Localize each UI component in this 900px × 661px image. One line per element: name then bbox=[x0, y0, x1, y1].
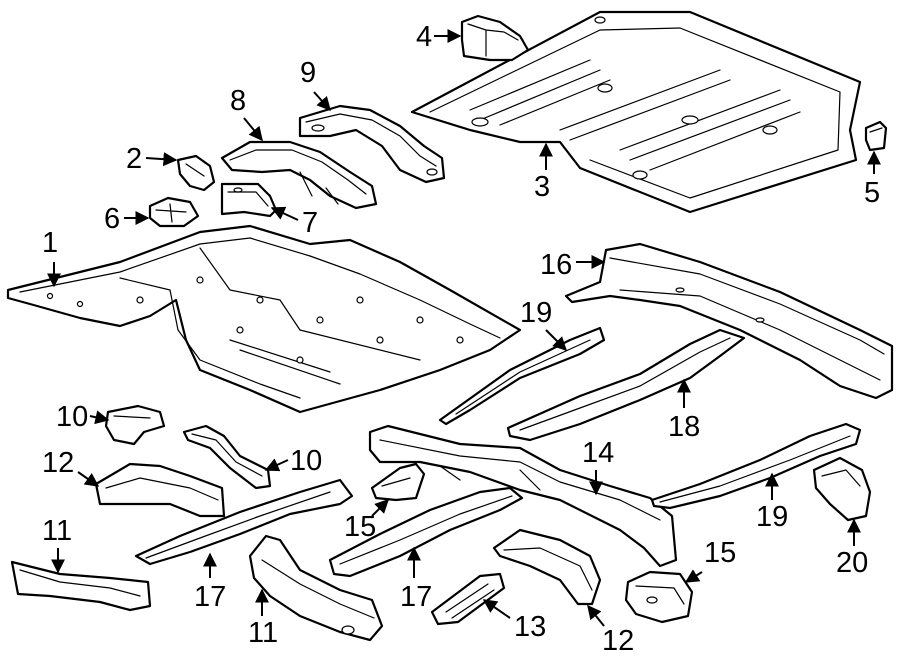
callout-9: 9 bbox=[300, 57, 331, 112]
callout-number: 2 bbox=[126, 143, 142, 175]
part-6-mount bbox=[148, 196, 200, 228]
part-11-left-bracket bbox=[10, 560, 152, 612]
part-14-frame-rail bbox=[368, 424, 678, 568]
callout-number: 7 bbox=[302, 207, 318, 239]
part-1-front-floor-pan bbox=[6, 224, 522, 414]
part-9-crossmember bbox=[298, 104, 446, 184]
callout-14: 14 bbox=[582, 437, 614, 496]
callout-19-upper: 19 bbox=[520, 297, 567, 351]
callout-number: 11 bbox=[42, 515, 72, 547]
callout-16: 16 bbox=[540, 249, 606, 281]
callout-number: 3 bbox=[534, 171, 550, 203]
callout-19-lower: 19 bbox=[756, 472, 788, 533]
callout-number: 16 bbox=[540, 249, 572, 281]
part-10-right-bracket bbox=[182, 424, 272, 490]
callout-number: 1 bbox=[42, 227, 58, 259]
callout-11-left: 11 bbox=[42, 515, 72, 574]
callout-number: 5 bbox=[864, 177, 880, 209]
part-20-bracket bbox=[812, 456, 872, 522]
callout-number: 12 bbox=[42, 447, 74, 479]
callout-2: 2 bbox=[126, 143, 178, 175]
callout-number: 9 bbox=[300, 57, 316, 89]
callout-12-right: 12 bbox=[587, 604, 634, 657]
callout-12-left: 12 bbox=[42, 447, 100, 487]
callout-number: 12 bbox=[602, 625, 634, 657]
callout-20: 20 bbox=[836, 518, 868, 579]
callout-number: 15 bbox=[704, 537, 736, 569]
callout-3: 3 bbox=[534, 142, 553, 203]
callout-number: 14 bbox=[582, 437, 614, 469]
callout-5: 5 bbox=[864, 150, 881, 209]
callout-7: 7 bbox=[270, 206, 318, 239]
callout-1: 1 bbox=[42, 227, 61, 288]
part-16-frame-rail bbox=[564, 242, 894, 400]
callout-number: 8 bbox=[230, 85, 246, 117]
callout-10-left: 10 bbox=[56, 401, 110, 433]
callout-number: 13 bbox=[514, 611, 546, 643]
callout-6: 6 bbox=[104, 203, 150, 235]
part-15-right-bracket bbox=[624, 570, 694, 624]
callout-17-left: 17 bbox=[194, 552, 226, 613]
part-8-crossmember bbox=[220, 140, 378, 210]
callout-17-right: 17 bbox=[400, 546, 432, 613]
callout-15-right: 15 bbox=[684, 537, 736, 583]
part-17-right-rail bbox=[328, 486, 524, 578]
callout-number: 11 bbox=[248, 617, 278, 649]
part-2-bracket bbox=[176, 154, 216, 192]
part-11-right-bracket bbox=[248, 534, 384, 642]
callout-11-right: 11 bbox=[248, 588, 278, 649]
part-15-left-bracket bbox=[370, 462, 426, 502]
part-5-clip bbox=[864, 120, 888, 152]
callout-number: 20 bbox=[836, 547, 868, 579]
callout-number: 6 bbox=[104, 203, 120, 235]
part-7-bracket bbox=[220, 182, 278, 218]
callout-13: 13 bbox=[482, 599, 546, 643]
part-4-bracket bbox=[460, 14, 530, 62]
callout-18: 18 bbox=[668, 378, 700, 443]
callout-number: 19 bbox=[520, 297, 552, 329]
part-18-rail bbox=[506, 328, 746, 442]
callout-10-right: 10 bbox=[264, 445, 322, 477]
callout-8: 8 bbox=[230, 85, 263, 142]
part-17-left-rail bbox=[134, 478, 354, 566]
part-rear-floor-pan bbox=[410, 10, 862, 214]
callout-number: 18 bbox=[668, 411, 700, 443]
part-12-left-bracket bbox=[94, 462, 226, 518]
callout-number: 4 bbox=[416, 21, 432, 53]
callout-number: 10 bbox=[290, 445, 322, 477]
callout-number: 10 bbox=[56, 401, 88, 433]
part-10-left-bracket bbox=[104, 404, 166, 446]
part-19-lower-rail bbox=[650, 422, 862, 510]
callout-number: 15 bbox=[344, 511, 376, 543]
part-12-right-bracket bbox=[492, 528, 602, 606]
part-13-plate bbox=[430, 572, 506, 626]
callout-number: 17 bbox=[194, 581, 226, 613]
callout-number: 17 bbox=[400, 581, 432, 613]
callout-number: 19 bbox=[756, 501, 788, 533]
callout-15-left: 15 bbox=[344, 499, 389, 543]
callout-4: 4 bbox=[416, 21, 462, 53]
